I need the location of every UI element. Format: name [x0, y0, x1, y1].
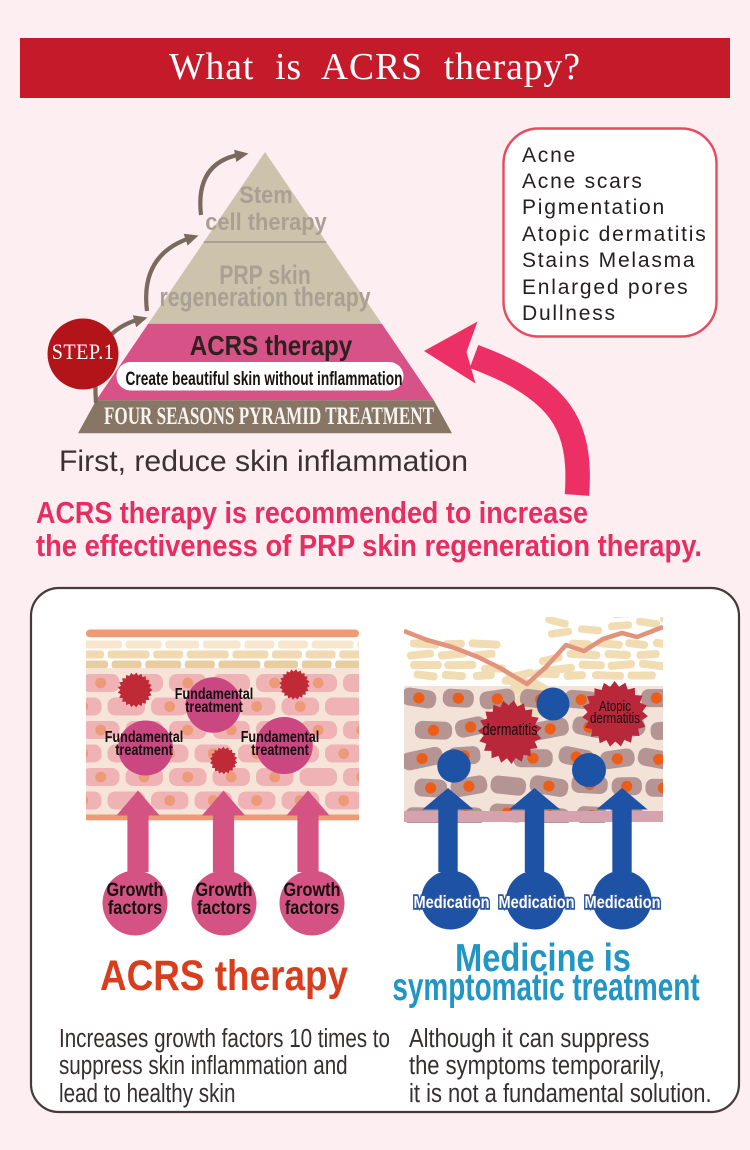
svg-text:Medication: Medication — [585, 892, 661, 912]
svg-text:Medication: Medication — [499, 892, 575, 912]
svg-text:Medication: Medication — [414, 892, 490, 912]
